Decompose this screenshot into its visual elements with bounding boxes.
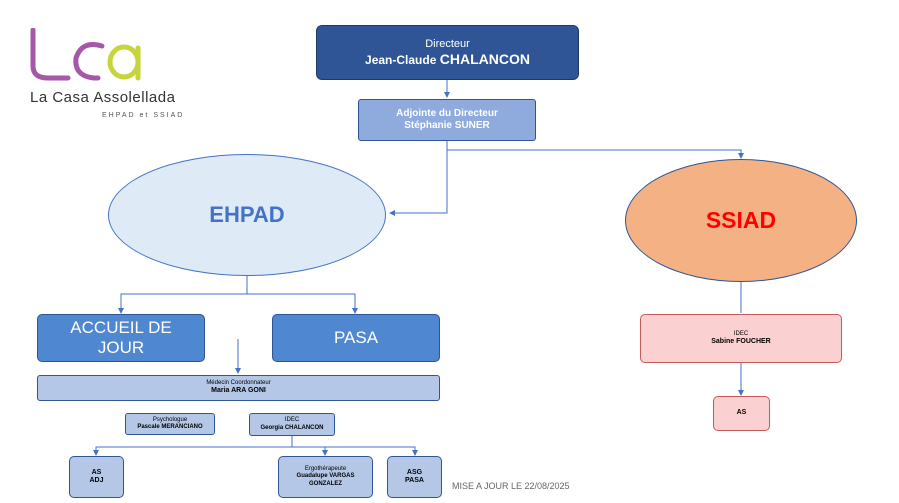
ssiad-ellipse: SSIAD bbox=[625, 159, 857, 282]
as-adj-line-2: ADJ bbox=[89, 477, 104, 484]
connector-deputy-ssiad bbox=[447, 149, 744, 159]
pasa-label: PASA bbox=[333, 327, 379, 347]
ergo-name-line-1: Guadalupe VARGAS bbox=[296, 473, 355, 480]
deputy-title: Adjointe du Directeur bbox=[396, 108, 498, 119]
medecin-title: Médecin Coordonnateur bbox=[206, 380, 271, 387]
logo-name: La Casa Assolellada bbox=[30, 89, 176, 106]
logo-subtitle: EHPAD et SSIAD bbox=[102, 112, 185, 119]
idec-ehpad-box: IDEC Georgia CHALANCON bbox=[249, 413, 335, 436]
deputy-name: Stéphanie SUNER bbox=[404, 120, 490, 131]
ergotherapeute-box: Ergothérapeute Guadalupe VARGAS GONZALEZ bbox=[278, 456, 373, 498]
idec-ssiad-name: Sabine FOUCHER bbox=[711, 337, 771, 345]
director-last-name: CHALANCON bbox=[439, 50, 530, 67]
as-ssiad-box: AS bbox=[713, 396, 770, 431]
idec-ehpad-title: IDEC bbox=[284, 417, 300, 424]
accueil-line-1: ACCUEIL DE bbox=[70, 317, 172, 337]
idec-ehpad-name: Georgia CHALANCON bbox=[260, 424, 324, 431]
connector-idec-split bbox=[93, 436, 293, 456]
medecin-box: Médecin Coordonnateur Maria ARA GONI bbox=[37, 375, 440, 401]
connector-idec-asg bbox=[325, 446, 418, 456]
deputy-box: Adjointe du Directeur Stéphanie SUNER bbox=[358, 99, 536, 141]
director-first-name: Jean-Claude bbox=[365, 52, 437, 67]
director-box: Directeur Jean-Claude CHALANCON bbox=[316, 25, 579, 80]
connector-deputy-ehpad bbox=[389, 140, 448, 216]
asg-pasa-line-2: PASA bbox=[405, 477, 424, 484]
ehpad-ellipse: EHPAD bbox=[108, 154, 386, 276]
accueil-de-jour-box: ACCUEIL DE JOUR bbox=[37, 314, 205, 362]
ergo-title: Ergothérapeute bbox=[304, 466, 347, 473]
as-ssiad-label: AS bbox=[736, 409, 747, 417]
connector-idec-ergo bbox=[292, 446, 328, 456]
psychologue-title: Psychologue bbox=[152, 416, 188, 423]
as-adj-line-1: AS bbox=[91, 468, 102, 476]
update-note: MISE A JOUR LE 22/08/2025 bbox=[452, 481, 570, 491]
idec-ssiad-box: IDEC Sabine FOUCHER bbox=[640, 314, 842, 363]
asg-pasa-line-1: ASG bbox=[406, 468, 423, 476]
asg-pasa-box: ASG PASA bbox=[387, 456, 442, 498]
as-adj-box: AS ADJ bbox=[69, 456, 124, 498]
medecin-name: Maria ARA GONI bbox=[211, 387, 266, 395]
ehpad-label: EHPAD bbox=[209, 202, 285, 227]
director-title: Directeur bbox=[425, 37, 470, 50]
connector-ehpad-pasa bbox=[247, 293, 358, 314]
director-name: Jean-Claude CHALANCON bbox=[365, 51, 530, 68]
ergo-name-line-2: GONZALEZ bbox=[309, 480, 342, 487]
pasa-box: PASA bbox=[272, 314, 440, 362]
ssiad-label: SSIAD bbox=[705, 207, 777, 233]
accueil-line-2: JOUR bbox=[97, 338, 145, 357]
idec-ssiad-title: IDEC bbox=[733, 330, 749, 337]
logo-mark bbox=[30, 28, 141, 81]
psychologue-name: Pascale MERANCIANO bbox=[137, 424, 203, 430]
connector-ehpad-split bbox=[118, 276, 248, 314]
psychologue-box: Psychologue Pascale MERANCIANO bbox=[125, 413, 215, 435]
